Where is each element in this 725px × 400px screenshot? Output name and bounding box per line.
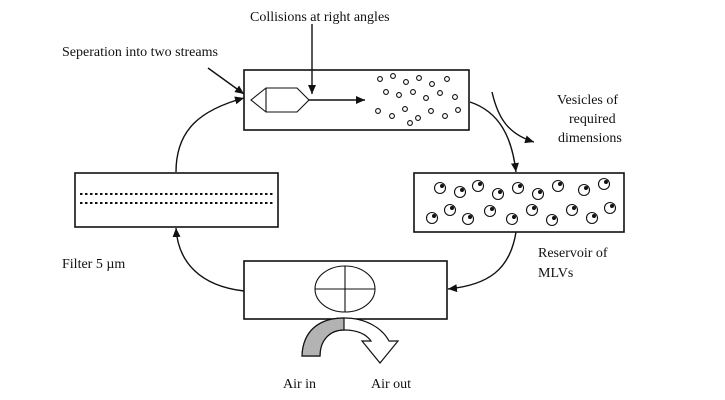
interaction-chamber	[243, 69, 470, 131]
label-reservoir-line2: MLVs	[538, 266, 573, 281]
flow-line-filter-to-chamber	[175, 96, 245, 173]
separation-arrow	[207, 67, 245, 95]
vesicles-exit-arrow	[491, 91, 535, 144]
flow-line-chamber-to-reservoir	[469, 101, 519, 173]
label-air-out: Air out	[371, 377, 411, 392]
pump-box	[243, 260, 448, 320]
label-vesicles-line1: Vesicles of	[557, 93, 618, 108]
label-separation: Seperation into two streams	[62, 45, 218, 60]
mlv-vesicles	[425, 177, 617, 227]
air-flow-arrow	[301, 317, 400, 364]
label-vesicles-line3: dimensions	[558, 131, 622, 146]
label-air-in: Air in	[283, 377, 316, 392]
filter-box	[74, 172, 279, 228]
label-filter: Filter 5 µm	[62, 257, 125, 272]
label-collisions: Collisions at right angles	[250, 10, 390, 25]
label-reservoir-line1: Reservoir of	[538, 246, 608, 261]
label-vesicles-line2: required	[569, 112, 616, 127]
flow-line-reservoir-to-pump	[447, 231, 517, 293]
flow-line-pump-to-filter	[172, 227, 245, 292]
reservoir-box	[413, 172, 625, 233]
small-vesicles	[375, 73, 461, 126]
